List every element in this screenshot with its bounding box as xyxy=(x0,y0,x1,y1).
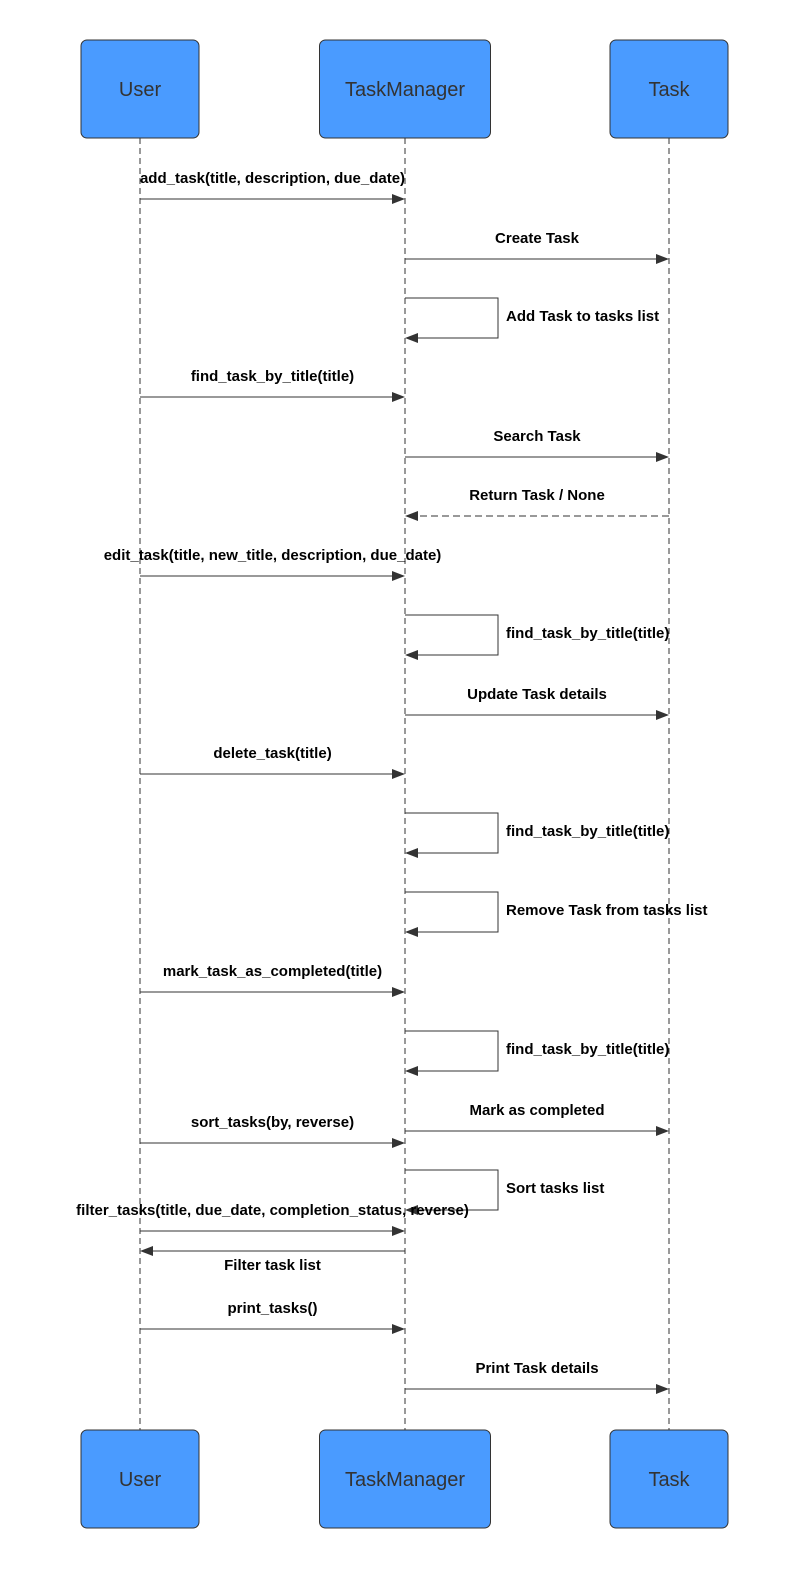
message-12: Remove Task from tasks list xyxy=(405,891,707,937)
lifelines xyxy=(139,138,670,1430)
participant-label: Task xyxy=(648,1469,690,1491)
self-message-line xyxy=(405,297,499,339)
arrowhead xyxy=(656,254,669,264)
arrowhead xyxy=(656,710,669,720)
arrowhead xyxy=(656,1384,669,1394)
message-label: Return Task / None xyxy=(469,487,605,504)
message-label: find_task_by_title(title) xyxy=(506,823,669,840)
self-message-line xyxy=(405,1169,499,1211)
message-10: delete_task(title) xyxy=(140,745,405,779)
message-label: Mark as completed xyxy=(469,1102,604,1119)
participant-box xyxy=(609,39,729,139)
message-label: Search Task xyxy=(493,428,581,445)
message-label: find_task_by_title(title) xyxy=(506,625,669,642)
message-label: Filter task list xyxy=(224,1257,321,1274)
message-4: find_task_by_title(title) xyxy=(140,368,405,402)
participant-label: User xyxy=(119,79,162,101)
message-label: mark_task_as_completed(title) xyxy=(163,963,382,980)
message-2: Create Task xyxy=(405,230,669,264)
message-3: Add Task to tasks list xyxy=(405,297,659,343)
participant-box xyxy=(319,1429,491,1529)
arrowhead xyxy=(392,392,405,402)
message-label: delete_task(title) xyxy=(213,745,331,762)
participant-label: Task xyxy=(648,79,690,101)
participant-box xyxy=(319,39,491,139)
participant-task-top: Task xyxy=(609,39,729,139)
arrowhead xyxy=(392,987,405,997)
participant-task-bottom: Task xyxy=(609,1429,729,1529)
participant-taskmanager-top: TaskManager xyxy=(319,39,491,139)
self-message-line xyxy=(405,614,499,656)
arrowhead xyxy=(392,769,405,779)
arrowhead xyxy=(392,1324,405,1334)
message-11: find_task_by_title(title) xyxy=(405,812,669,858)
arrowhead xyxy=(140,1246,153,1256)
message-label: edit_task(title, new_title, description,… xyxy=(104,547,442,564)
participant-taskmanager-bottom: TaskManager xyxy=(319,1429,491,1529)
participant-box xyxy=(80,39,200,139)
arrowhead xyxy=(656,452,669,462)
arrowhead xyxy=(405,848,418,858)
message-5: Search Task xyxy=(405,428,669,462)
message-6: Return Task / None xyxy=(405,487,669,521)
self-message-line xyxy=(405,891,499,933)
message-13: mark_task_as_completed(title) xyxy=(140,963,405,997)
participant-label: User xyxy=(119,1469,162,1491)
message-7: edit_task(title, new_title, description,… xyxy=(104,547,442,581)
arrowhead xyxy=(405,333,418,343)
participant-label: TaskManager xyxy=(345,1469,465,1491)
message-label: Add Task to tasks list xyxy=(506,308,659,325)
arrowhead xyxy=(392,194,405,204)
message-16: sort_tasks(by, reverse) xyxy=(140,1114,405,1148)
arrowhead xyxy=(405,1205,418,1215)
participant-box xyxy=(609,1429,729,1529)
message-14: find_task_by_title(title) xyxy=(405,1030,669,1076)
self-message-line xyxy=(405,1030,499,1072)
message-label: Remove Task from tasks list xyxy=(506,902,707,919)
participant-box xyxy=(80,1429,200,1529)
message-label: add_task(title, description, due_date) xyxy=(140,170,405,187)
message-label: find_task_by_title(title) xyxy=(506,1041,669,1058)
self-message-line xyxy=(405,812,499,854)
message-8: find_task_by_title(title) xyxy=(405,614,669,660)
arrowhead xyxy=(405,1066,418,1076)
message-label: Update Task details xyxy=(467,686,607,703)
arrowhead xyxy=(392,1138,405,1148)
arrowhead xyxy=(392,1226,405,1236)
message-18: filter_tasks(title, due_date, completion… xyxy=(76,1202,469,1236)
message-label: Create Task xyxy=(495,230,580,247)
participant-user-top: User xyxy=(80,39,200,139)
message-label: print_tasks() xyxy=(227,1300,317,1317)
participant-label: TaskManager xyxy=(345,79,465,101)
message-1: add_task(title, description, due_date) xyxy=(140,170,405,204)
arrowhead xyxy=(405,927,418,937)
arrowhead xyxy=(405,650,418,660)
arrowhead xyxy=(392,571,405,581)
message-label: find_task_by_title(title) xyxy=(191,368,354,385)
message-9: Update Task details xyxy=(405,686,669,720)
message-15: Mark as completed xyxy=(405,1102,669,1136)
messages: add_task(title, description, due_date) Cr… xyxy=(76,170,707,1394)
message-label: sort_tasks(by, reverse) xyxy=(191,1114,354,1131)
message-19: Filter task list xyxy=(140,1246,405,1274)
message-20: print_tasks() xyxy=(140,1300,405,1334)
message-21: Print Task details xyxy=(405,1360,669,1394)
arrowhead xyxy=(405,511,418,521)
message-label: Sort tasks list xyxy=(506,1180,604,1197)
message-label: Print Task details xyxy=(475,1360,598,1377)
arrowhead xyxy=(656,1126,669,1136)
participant-user-bottom: User xyxy=(80,1429,200,1529)
message-label: filter_tasks(title, due_date, completion… xyxy=(76,1202,469,1219)
message-17: Sort tasks list xyxy=(405,1169,604,1215)
